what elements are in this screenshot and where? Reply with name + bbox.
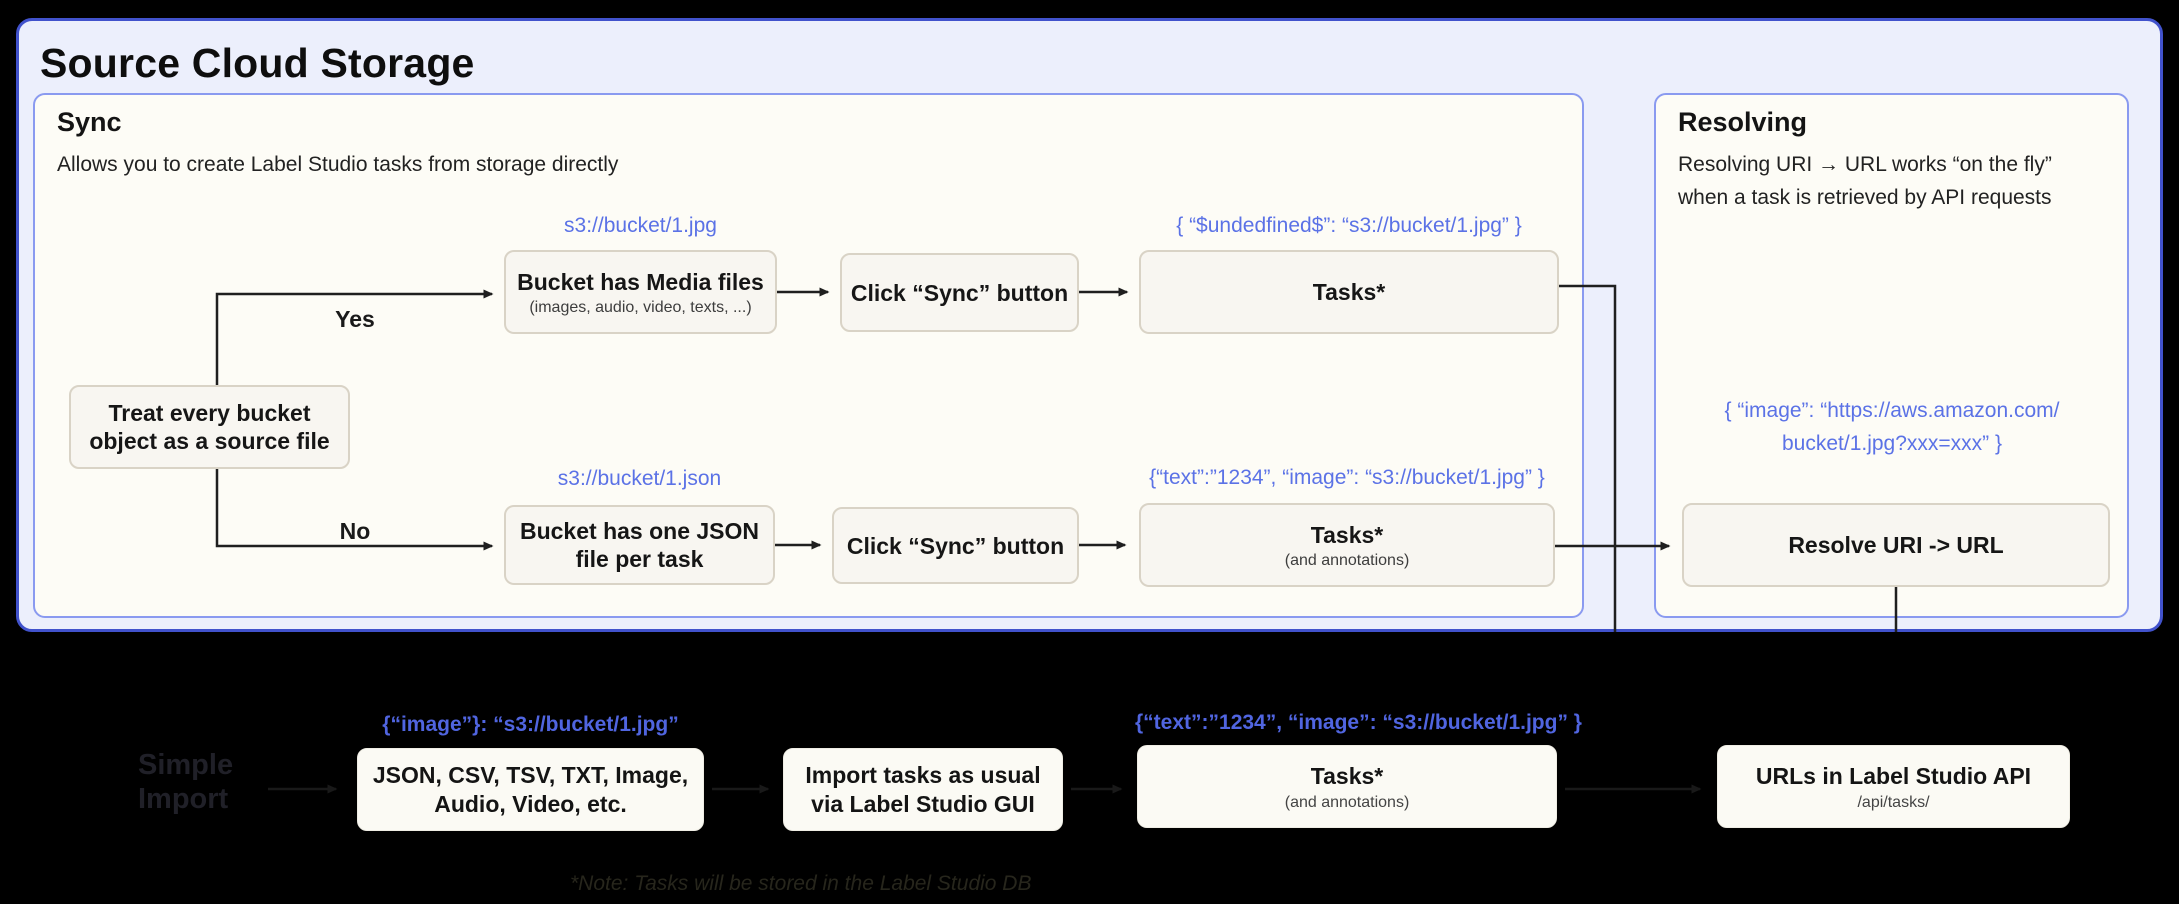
tasks-box-bottom-sub: (and annotations) bbox=[1284, 551, 1410, 569]
api-urls-sub: /api/tasks/ bbox=[1857, 793, 1930, 811]
click-sync-button-box-bottom: Click “Sync” button bbox=[832, 507, 1079, 584]
file-formats-line2: Audio, Video, etc. bbox=[434, 790, 627, 817]
click-sync-button-label-bottom: Click “Sync” button bbox=[846, 532, 1065, 559]
tasks-box-bottom: Tasks* (and annotations) bbox=[1139, 503, 1555, 587]
resolving-panel-title: Resolving bbox=[1678, 107, 1808, 137]
tasks-json-annotation-bottom: {“text”:”1234”, “image”: “s3://bucket/1.… bbox=[1149, 466, 1545, 489]
import-gui-line1: Import tasks as usual bbox=[805, 761, 1041, 788]
tasks-json-annotation-top: { “$undedfined$”: “s3://bucket/1.jpg” } bbox=[1176, 214, 1522, 237]
import-gui-box: Import tasks as usual via Label Studio G… bbox=[783, 748, 1063, 831]
bucket-media-files-sub: (images, audio, video, texts, ...) bbox=[529, 298, 752, 316]
resolve-uri-url-label: Resolve URI -> URL bbox=[1788, 532, 2004, 558]
decision-line2: object as a source file bbox=[89, 428, 330, 454]
import-gui-line2: via Label Studio GUI bbox=[811, 790, 1035, 817]
sync-panel-title: Sync bbox=[57, 107, 122, 137]
api-urls-box: URLs in Label Studio API /api/tasks/ bbox=[1717, 745, 2070, 828]
bottom-tasks-sub: (and annotations) bbox=[1284, 793, 1410, 811]
bucket-json-file-box: Bucket has one JSON file per task bbox=[504, 505, 775, 585]
bottom-tasks-title: Tasks* bbox=[1310, 762, 1384, 789]
bottom-tasks-json-annotation: {“text”:”1234”, “image”: “s3://bucket/1.… bbox=[1135, 711, 1582, 734]
yes-branch-label: Yes bbox=[335, 306, 375, 332]
simple-import-label: Simple Import bbox=[138, 748, 233, 816]
formats-json-annotation: {“image”}: “s3://bucket/1.jpg” bbox=[382, 713, 679, 736]
uri-label-json: s3://bucket/1.json bbox=[557, 467, 722, 490]
no-branch-label: No bbox=[339, 518, 371, 544]
bucket-media-files-box: Bucket has Media files (images, audio, v… bbox=[504, 250, 777, 334]
bucket-json-line1: Bucket has one JSON bbox=[519, 518, 760, 544]
uri-label-jpg: s3://bucket/1.jpg bbox=[564, 214, 717, 237]
footnote: *Note: Tasks will be stored in the Label… bbox=[570, 872, 1032, 895]
bottom-tasks-box: Tasks* (and annotations) bbox=[1137, 745, 1557, 828]
resolving-desc-line2: when a task is retrieved by API requests bbox=[1678, 186, 2052, 209]
decision-box-treat-bucket-object: Treat every bucket object as a source fi… bbox=[69, 385, 350, 469]
tasks-box-top-title: Tasks* bbox=[1312, 279, 1386, 305]
bucket-json-line2: file per task bbox=[575, 546, 704, 572]
resolving-desc-line1: Resolving URI → URL works “on the fly” bbox=[1678, 153, 2052, 176]
tasks-box-top: Tasks* bbox=[1139, 250, 1559, 334]
file-formats-box: JSON, CSV, TSV, TXT, Image, Audio, Video… bbox=[357, 748, 704, 831]
tasks-box-bottom-title: Tasks* bbox=[1310, 521, 1384, 548]
click-sync-button-box-top: Click “Sync” button bbox=[840, 253, 1079, 332]
resolving-json-annotation: { “image”: “https://aws.amazon.com/ buck… bbox=[1672, 394, 2112, 460]
resolve-uri-url-box: Resolve URI -> URL bbox=[1682, 503, 2110, 587]
simple-import-line2: Import bbox=[138, 783, 229, 815]
simple-import-line1: Simple bbox=[138, 749, 234, 781]
file-formats-line1: JSON, CSV, TSV, TXT, Image, bbox=[372, 761, 689, 788]
click-sync-button-label-top: Click “Sync” button bbox=[850, 279, 1069, 306]
sync-panel-subtitle: Allows you to create Label Studio tasks … bbox=[57, 153, 619, 176]
resolving-json-line2: bucket/1.jpg?xxx=xxx” } bbox=[1781, 432, 2003, 455]
resolving-json-line1: { “image”: “https://aws.amazon.com/ bbox=[1724, 399, 2060, 422]
decision-line1: Treat every bucket bbox=[108, 400, 311, 426]
api-urls-title: URLs in Label Studio API bbox=[1755, 762, 2032, 789]
resolving-panel-description: Resolving URI → URL works “on the fly” w… bbox=[1678, 148, 2123, 214]
page-title: Source Cloud Storage bbox=[40, 40, 475, 86]
bucket-media-files-title: Bucket has Media files bbox=[517, 268, 764, 295]
